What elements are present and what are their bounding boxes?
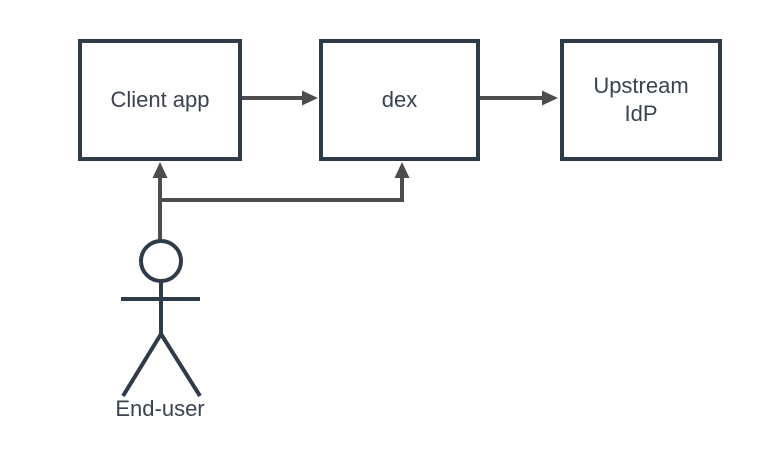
arrowhead-icon [302, 90, 318, 106]
end-user-stick-figure-icon [121, 239, 202, 398]
node-client-app: Client app [78, 39, 242, 161]
node-dex-label: dex [381, 87, 418, 112]
node-upstream-idp: Upstream IdP [560, 39, 722, 161]
end-user-label: End-user [115, 396, 205, 421]
arrow-enduser-to-dex [160, 162, 410, 202]
stick-figure-left-leg [121, 332, 163, 398]
arrowhead-icon [152, 162, 168, 178]
arrow-dex-to-upstreamidp [480, 90, 558, 106]
arrow-clientapp-to-dex [242, 90, 318, 106]
stick-figure-right-leg [159, 332, 202, 398]
arrowhead-icon [542, 90, 558, 106]
stick-figure-head [139, 239, 183, 283]
arrow-enduser-to-clientapp [152, 162, 168, 240]
node-upstream-idp-label: Upstream IdP [593, 73, 689, 126]
arrowhead-icon [394, 162, 410, 178]
node-client-app-label: Client app [110, 87, 210, 112]
node-dex: dex [319, 39, 480, 161]
